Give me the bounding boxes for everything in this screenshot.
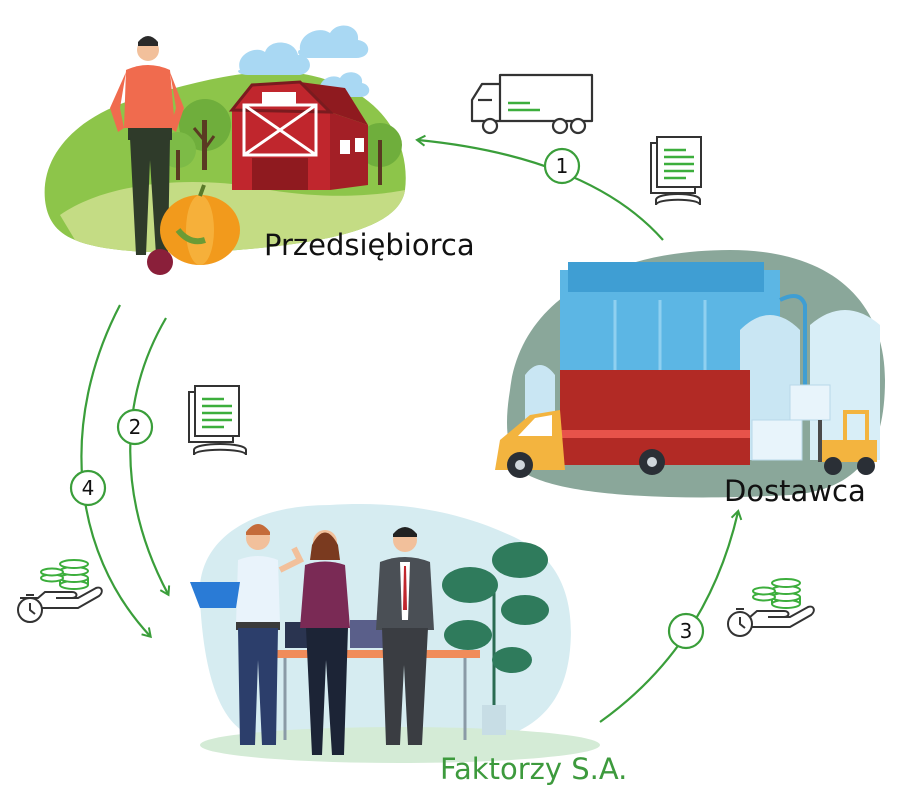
money-hand-clock-icon <box>727 578 815 637</box>
office-scene-illustration <box>190 504 600 763</box>
faktorzy-label: Faktorzy S.A. <box>440 752 628 786</box>
step-badge-4: 4 <box>69 469 107 507</box>
step-number: 3 <box>680 619 693 643</box>
step-badge-2: 2 <box>116 408 154 446</box>
step-number: 4 <box>82 476 95 500</box>
step-badge-1: 1 <box>543 147 581 185</box>
document-icon <box>650 136 702 206</box>
step-number: 2 <box>129 415 142 439</box>
dostawca-label: Dostawca <box>724 474 866 508</box>
farm-scene-illustration <box>44 25 406 275</box>
arrow-step-2 <box>129 317 171 597</box>
document-icon <box>188 385 247 456</box>
truck-icon <box>470 73 594 135</box>
factory-scene-illustration <box>495 250 885 498</box>
przedsiebiorca-label: Przedsiębiorca <box>264 228 475 262</box>
money-hand-clock-icon <box>17 559 103 623</box>
step-number: 1 <box>556 154 569 178</box>
arrow-step-3 <box>599 509 743 723</box>
step-badge-3: 3 <box>667 612 705 650</box>
arrow-step-1 <box>415 134 664 241</box>
